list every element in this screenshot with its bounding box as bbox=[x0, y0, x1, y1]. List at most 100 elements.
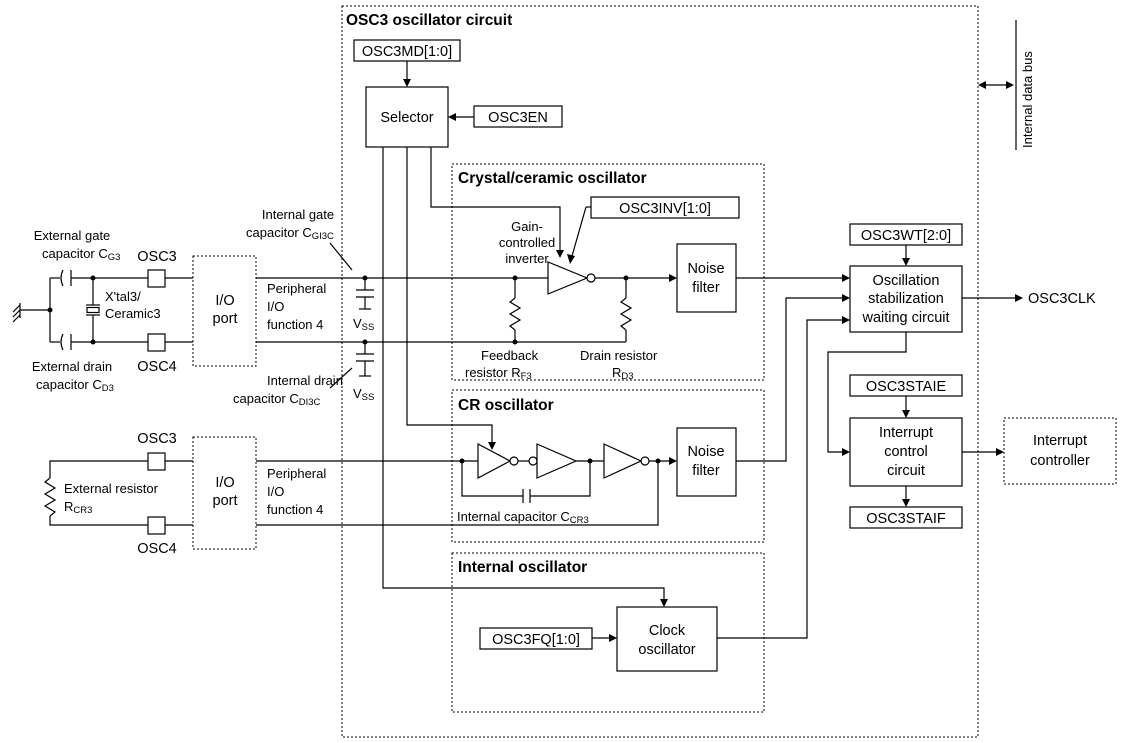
feedback-resistor-label-2: resistor RF3 bbox=[465, 365, 532, 382]
int-gate-cap-pointer bbox=[329, 242, 353, 271]
osc3en-arrow bbox=[448, 113, 456, 121]
int-drain-cap-pointer bbox=[329, 367, 353, 389]
internal-data-bus-label: Internal data bus bbox=[1020, 51, 1035, 148]
stabilization-label-2: stabilization bbox=[868, 291, 944, 307]
cr-inverter-1 bbox=[477, 443, 512, 479]
osc3staif-register bbox=[849, 506, 963, 529]
osc3-pin-label-bottom: OSC3 bbox=[137, 431, 177, 447]
external-resistor bbox=[43, 477, 57, 517]
interrupt-controller-label-1: Interrupt bbox=[1033, 433, 1087, 449]
feedback-resistor-label-1: Feedback bbox=[481, 348, 539, 363]
io-port-bottom-label-1: I/O bbox=[215, 475, 234, 491]
ext-drain-cap-label-1: External drain bbox=[32, 359, 112, 374]
io-port-bottom-label-2: port bbox=[213, 493, 238, 509]
ext-r-wire-top bbox=[49, 460, 148, 478]
cr-to-stab-arrow bbox=[842, 294, 850, 302]
internal-to-stab-arrow bbox=[842, 316, 850, 324]
osc3staif-label: OSC3STAIF bbox=[866, 511, 946, 527]
noise-filter-cr-label-1: Noise bbox=[687, 444, 724, 460]
xtal-node-top bbox=[90, 275, 96, 281]
cr-to-noise-arrow bbox=[669, 457, 677, 465]
osc3md-label: OSC3MD[1:0] bbox=[362, 44, 452, 60]
feedback-node-bottom bbox=[512, 339, 518, 345]
clock-oscillator-label-1: Clock bbox=[649, 623, 686, 639]
cr-return-wire bbox=[256, 461, 659, 526]
drain-resistor-label-1: Drain resistor bbox=[580, 348, 658, 363]
osc3clk-label: OSC3CLK bbox=[1028, 291, 1096, 307]
drain-resistor bbox=[619, 297, 633, 331]
cr-section-title: CR oscillator bbox=[458, 397, 554, 414]
drain-resistor-label-2: RD3 bbox=[612, 365, 634, 382]
cr-inverter-3-bubble bbox=[640, 456, 650, 466]
to-noise-filter-arrow bbox=[669, 274, 677, 282]
int-drain-cap-label-1: Internal drain bbox=[267, 373, 343, 388]
osc3clk-arrow bbox=[1015, 294, 1023, 302]
selector-to-cr-line bbox=[406, 147, 493, 443]
cr-section-frame bbox=[451, 389, 765, 543]
internal-to-stab-wire bbox=[717, 319, 843, 639]
clock-oscillator-block bbox=[616, 606, 718, 672]
cr-inverter-2 bbox=[536, 443, 578, 479]
ground-icon bbox=[12, 303, 21, 323]
stab-to-interrupt-wire bbox=[827, 332, 907, 453]
vss-label-top: VSS bbox=[353, 316, 374, 333]
peripheral-bottom-1: Peripheral bbox=[267, 466, 326, 481]
cr-inverter-3 bbox=[603, 443, 643, 479]
xtal-label-1: X'tal3/ bbox=[105, 289, 141, 304]
crystal-to-stab-arrow bbox=[842, 274, 850, 282]
xtal-node-bottom bbox=[90, 339, 96, 345]
feedback-resistor bbox=[508, 297, 522, 331]
cr-node-out bbox=[655, 458, 661, 464]
gain-inverter bbox=[547, 261, 589, 295]
osc3staie-label: OSC3STAIE bbox=[866, 379, 947, 395]
osc3wt-label: OSC3WT[2:0] bbox=[861, 228, 951, 244]
selector-to-inverter-line bbox=[430, 147, 561, 251]
osc3inv-label: OSC3INV[1:0] bbox=[619, 201, 711, 217]
interrupt-controller-block bbox=[1003, 417, 1117, 485]
osc3-pin-top bbox=[147, 269, 166, 288]
osc3inv-wire bbox=[571, 206, 587, 257]
internal-section-title: Internal oscillator bbox=[458, 559, 587, 576]
gain-inverter-bubble bbox=[586, 273, 596, 283]
osc3staif-arrow bbox=[902, 499, 910, 507]
noise-filter-crystal-label-1: Noise bbox=[687, 261, 724, 277]
ext-r-wire-bottom bbox=[49, 516, 148, 526]
peripheral-bottom-2: I/O bbox=[267, 484, 284, 499]
stabilization-label-3: waiting circuit bbox=[861, 310, 949, 326]
osc4-pin-bottom bbox=[147, 516, 166, 535]
interrupt-control-label-2: control bbox=[884, 444, 928, 460]
io-port-top bbox=[192, 255, 257, 367]
stabilization-block bbox=[849, 265, 963, 333]
interrupt-control-label-3: circuit bbox=[887, 463, 925, 479]
bus-arrow-left bbox=[978, 81, 986, 89]
ext-gate-cap-label-2: capacitor CG3 bbox=[42, 246, 120, 263]
gain-inverter-label-1: Gain- bbox=[511, 219, 543, 234]
int-gate-cap-label-1: Internal gate bbox=[262, 207, 334, 222]
cr-cap-wire-right bbox=[530, 461, 591, 497]
osc3md-arrow bbox=[403, 79, 411, 87]
io-port-bottom bbox=[192, 436, 257, 550]
cr-to-stab-wire bbox=[736, 297, 843, 462]
selector-to-internal-line bbox=[382, 147, 665, 600]
osc3-circuit-frame bbox=[341, 5, 979, 738]
stab-to-interrupt-arrow bbox=[842, 448, 850, 456]
selector-label: Selector bbox=[380, 110, 433, 126]
noise-filter-crystal bbox=[676, 243, 737, 313]
ext-drain-cap-label-2: capacitor CD3 bbox=[36, 377, 114, 394]
gain-inverter-label-3: inverter bbox=[505, 251, 549, 266]
gate-cap-plate-curved bbox=[60, 269, 64, 287]
io-port-top-label-1: I/O bbox=[215, 293, 234, 309]
bus-arrow-right bbox=[1006, 81, 1014, 89]
ext-resistor-label-2: RCR3 bbox=[64, 499, 92, 516]
int-drain-cap-label-2: capacitor CDI3C bbox=[233, 391, 321, 408]
vss-label-bottom: VSS bbox=[353, 386, 374, 403]
osc3en-label: OSC3EN bbox=[488, 110, 548, 126]
diagram-title: OSC3 oscillator circuit bbox=[346, 12, 512, 29]
drain-cap-plate-curved bbox=[60, 333, 64, 351]
int-capacitor-label: Internal capacitor CCR3 bbox=[457, 509, 589, 526]
osc3inv-arrow bbox=[567, 254, 575, 264]
noise-filter-cr bbox=[676, 427, 737, 497]
osc3-pin-label-top: OSC3 bbox=[137, 249, 177, 265]
osc3staie-arrow bbox=[902, 410, 910, 418]
